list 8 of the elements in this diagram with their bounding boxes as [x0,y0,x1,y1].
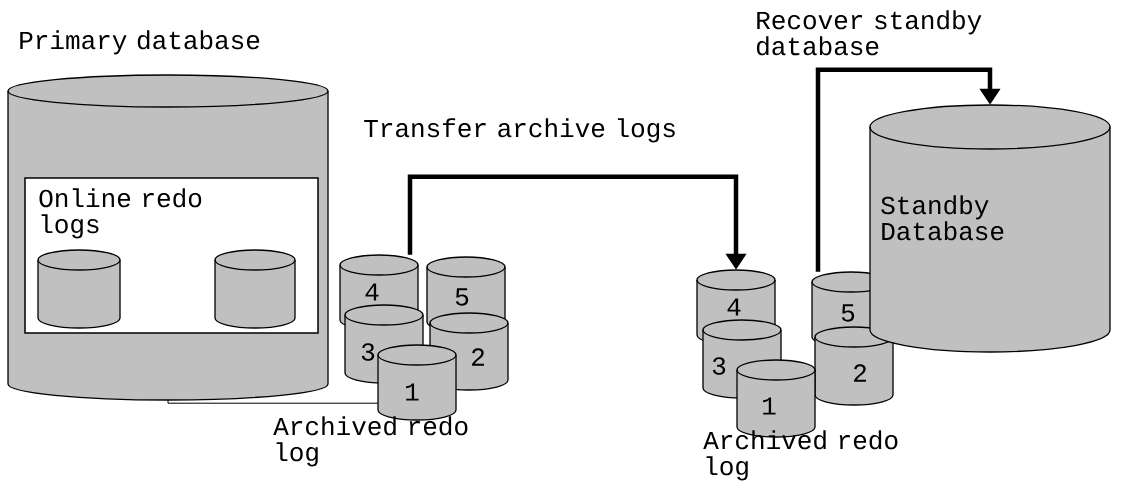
heading: Primary database [20,30,260,55]
log-cylinder [214,249,296,329]
edge-label: Transfer archive logs [364,118,675,143]
log-cylinder: 2 [814,326,894,406]
database-cylinder: Standby Database [869,104,1111,353]
edge-label: Recover standby database [756,10,982,56]
arrow [815,67,1001,272]
log-cylinder [37,249,121,329]
